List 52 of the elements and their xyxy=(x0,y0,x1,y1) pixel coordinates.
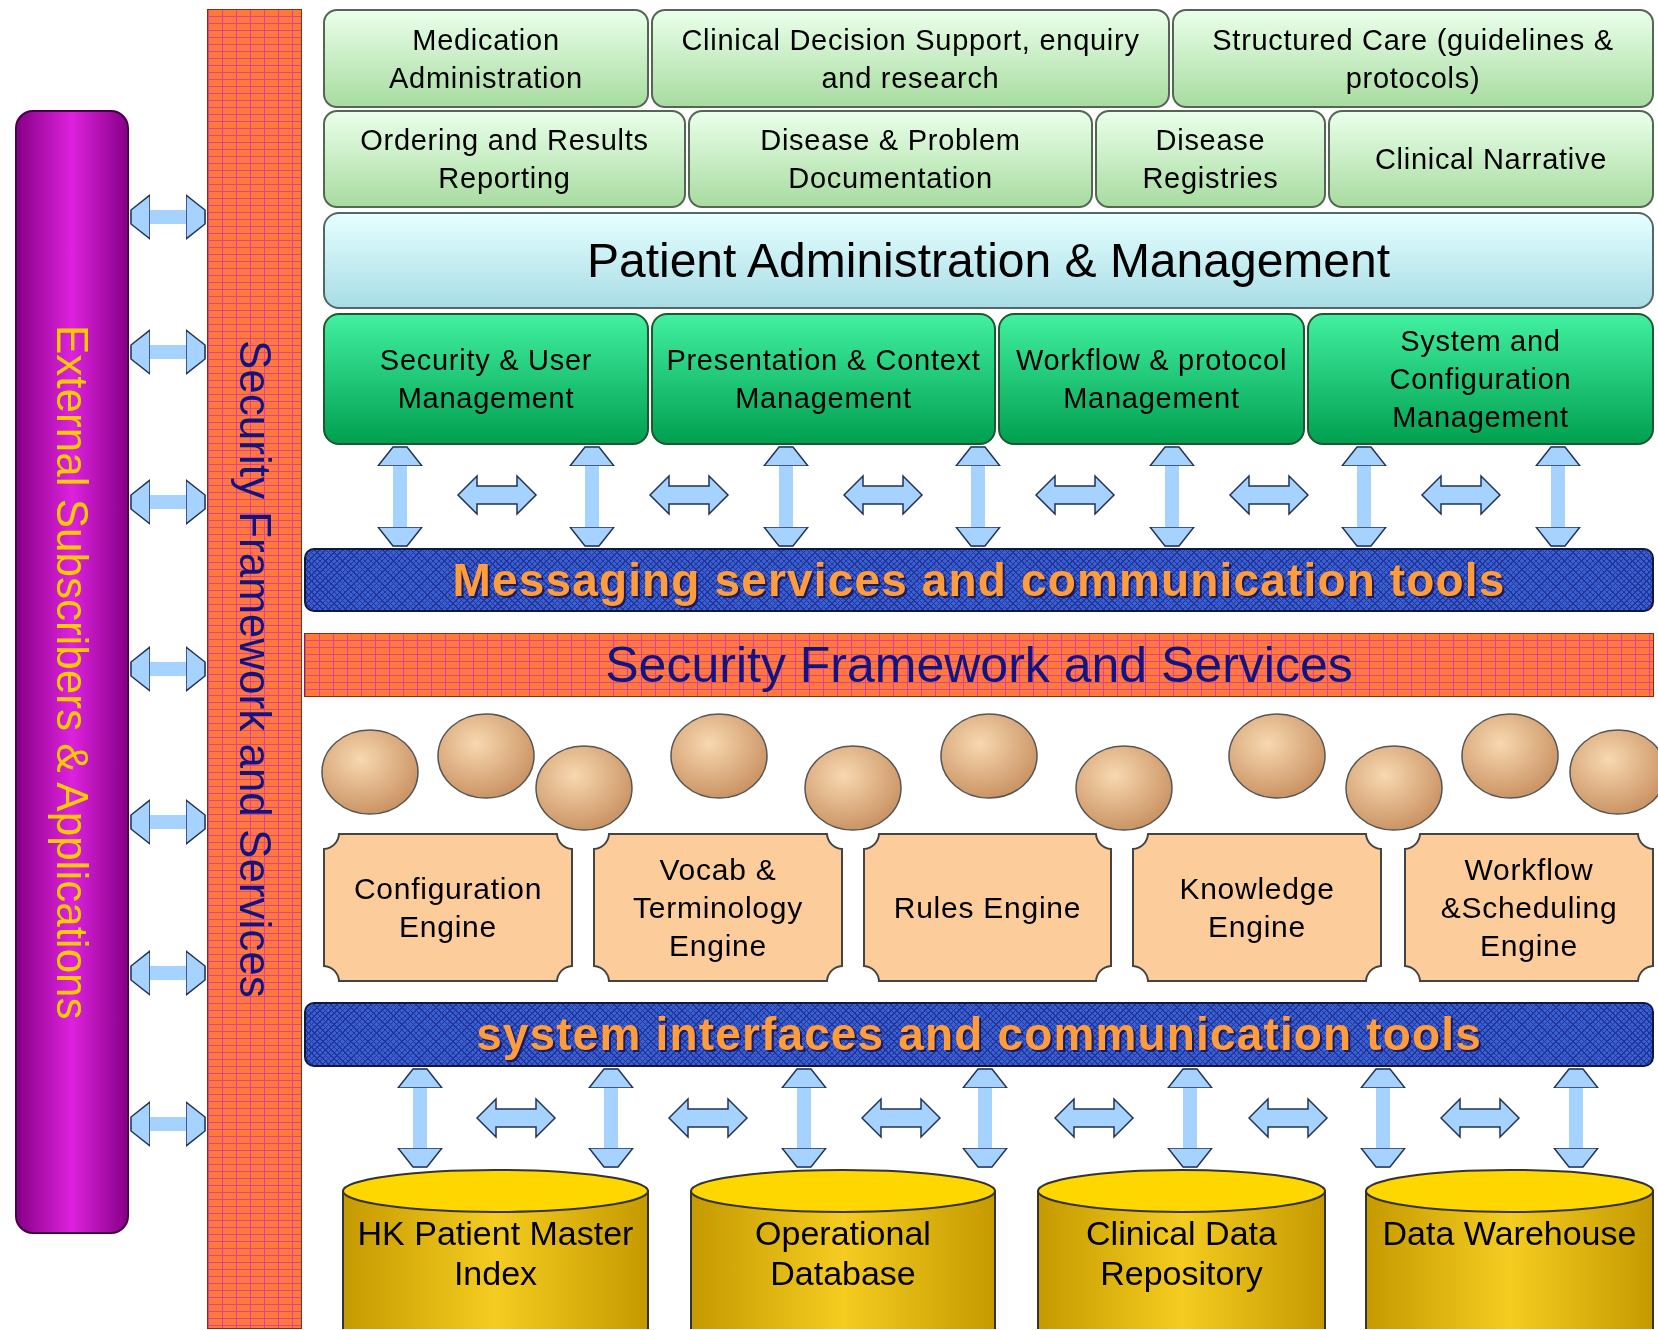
patient-administration-band xyxy=(323,212,1654,309)
node-label: Clinical Data Repository xyxy=(1085,1213,1278,1293)
clinical-function-box xyxy=(688,110,1093,208)
security-framework-column xyxy=(207,9,302,1329)
node-label: Ordering and Results Reporting xyxy=(359,123,650,196)
engine-box xyxy=(323,833,573,982)
node-label: Disease & Problem Documentation xyxy=(759,123,1022,196)
clinical-function-box xyxy=(1095,110,1326,208)
node-label: System and Configuration Management xyxy=(1388,324,1573,435)
clinical-function-box xyxy=(651,9,1170,108)
database-cylinder xyxy=(1365,1169,1654,1329)
management-box xyxy=(651,313,996,445)
node-label: Knowledge Engine xyxy=(1178,870,1336,945)
database-cylinder xyxy=(690,1169,996,1329)
node-label: system interfaces and communication tools xyxy=(476,1007,1482,1062)
node-label: HK Patient Master Index xyxy=(356,1213,635,1293)
node-label: Vocab & Terminology Engine xyxy=(632,851,804,964)
node-label: Data Warehouse xyxy=(1382,1213,1637,1253)
node-label: Clinical Narrative xyxy=(1374,142,1608,177)
node-label: Clinical Decision Support, enquiry and research xyxy=(680,22,1141,96)
node-label: Security Framework and Services xyxy=(232,340,277,998)
database-cylinder xyxy=(1037,1169,1326,1329)
node-label: Security & User Management xyxy=(378,343,594,416)
node-label: Messaging services and communication tools xyxy=(452,552,1506,608)
node-label: External Subscribers & Applications xyxy=(50,324,94,1020)
node-label: Workflow & protocol Management xyxy=(1014,343,1289,416)
clinical-function-box xyxy=(1172,9,1654,108)
management-box xyxy=(323,313,649,445)
node-label: Presentation & Context Management xyxy=(665,343,982,416)
clinical-function-box xyxy=(323,110,686,208)
node-label: Operational Database xyxy=(754,1213,932,1293)
node-label: Security Framework and Services xyxy=(605,635,1353,695)
clinical-function-box xyxy=(1328,110,1654,208)
engine-box xyxy=(863,833,1112,982)
node-label: Configuration Engine xyxy=(352,870,544,945)
communication-band xyxy=(304,1002,1654,1067)
engine-box xyxy=(1404,833,1654,982)
security-framework-band xyxy=(304,633,1654,697)
management-box xyxy=(1307,313,1654,445)
engine-box xyxy=(1132,833,1382,982)
node-label: Workflow &Scheduling Engine xyxy=(1439,851,1619,964)
management-box xyxy=(998,313,1305,445)
node-label: Structured Care (guidelines & protocols) xyxy=(1211,22,1615,96)
engine-box xyxy=(593,833,843,982)
communication-band xyxy=(304,548,1654,612)
database-cylinder xyxy=(342,1169,649,1329)
external-applications-bar xyxy=(15,110,129,1234)
node-label: Medication Administration xyxy=(388,22,584,96)
node-label: Patient Administration & Management xyxy=(586,232,1391,289)
node-label: Disease Registries xyxy=(1141,123,1280,196)
clinical-function-box xyxy=(323,9,649,108)
node-label: Rules Engine xyxy=(893,889,1082,926)
